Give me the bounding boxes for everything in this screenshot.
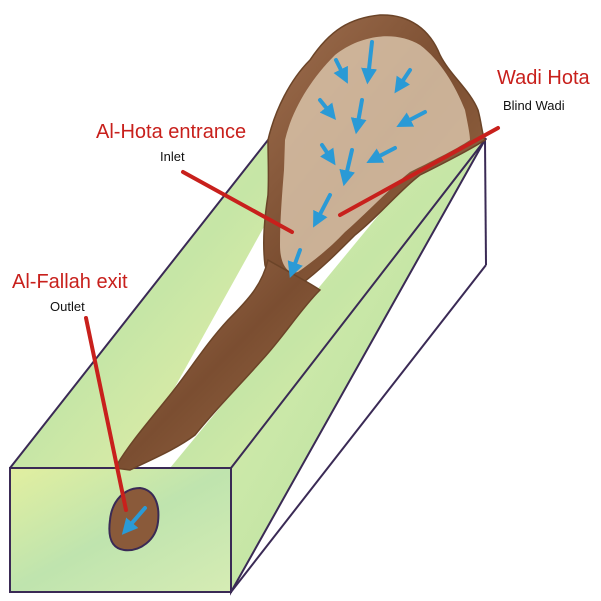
entrance-subtitle: Inlet <box>160 150 185 163</box>
exit-subtitle: Outlet <box>50 300 85 313</box>
block-right-edge <box>485 140 486 265</box>
wadi-hota-title: Wadi Hota <box>497 68 590 88</box>
wadi-hota-subtitle: Blind Wadi <box>503 99 565 112</box>
entrance-title: Al-Hota entrance <box>96 122 246 142</box>
exit-title: Al-Fallah exit <box>12 272 128 292</box>
